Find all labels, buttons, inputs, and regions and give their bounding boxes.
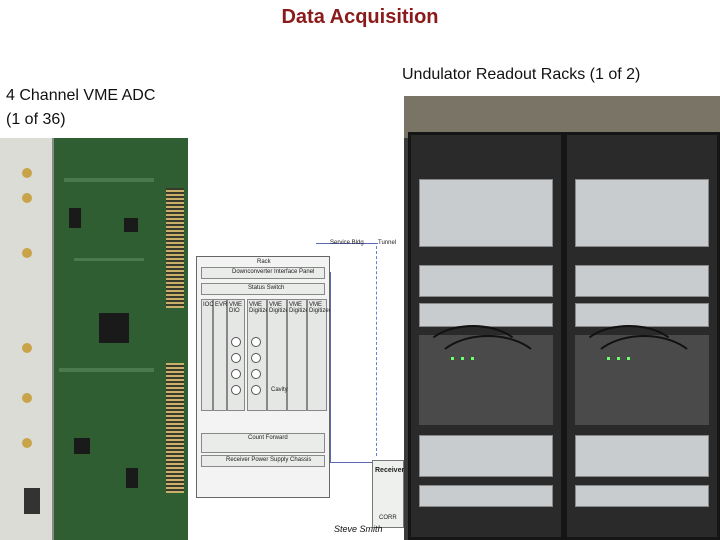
- evr-column: EVR: [213, 299, 227, 411]
- adc-connector: [22, 193, 32, 203]
- author-signature: Steve Smith: [334, 524, 383, 534]
- diagram-channel: [231, 353, 241, 363]
- receiver-box: Receiver CORR: [372, 460, 404, 528]
- downconverter-panel: Downconverter Interface Panel: [201, 267, 325, 279]
- diagram-channel: [251, 337, 261, 347]
- diagram-channel: [231, 369, 241, 379]
- diagram-channel: [251, 385, 261, 395]
- rack-chassis: [575, 265, 709, 297]
- rack-chassis: [419, 265, 553, 297]
- pcb-chip: [124, 218, 138, 232]
- vme-connector: [166, 188, 184, 308]
- slide-title: Data Acquisition: [281, 6, 439, 28]
- adc-front-panel: [0, 138, 54, 540]
- adc-network-port: [24, 488, 40, 514]
- ceiling: [404, 96, 720, 138]
- racks-photo: [404, 96, 720, 540]
- racks-caption: Undulator Readout Racks (1 of 2): [402, 66, 641, 83]
- diagram-channel: [231, 385, 241, 395]
- pcb-chip: [99, 313, 129, 343]
- cavity-label: Cavity: [271, 387, 288, 393]
- status-switch: Status Switch: [201, 283, 325, 295]
- diagram-link: [316, 243, 378, 244]
- col-label: VME DIO: [229, 302, 243, 314]
- adc-connector: [22, 168, 32, 178]
- ioc-column: IOC: [201, 299, 214, 411]
- digitizer-column: VME Digitizer: [267, 299, 291, 411]
- adc-caption-line2: (1 of 36): [6, 111, 66, 128]
- pcb-trace: [74, 258, 144, 261]
- adc-pcb: [54, 138, 188, 540]
- receiver-label: Receiver: [375, 467, 405, 474]
- adc-connector: [22, 393, 32, 403]
- power-supply-label: Receiver Power Supply Chassis: [226, 457, 312, 463]
- rack-chassis: [575, 303, 709, 327]
- pcb-chip: [126, 468, 138, 488]
- cable-bundle: [577, 325, 681, 389]
- diagram-link: [330, 272, 331, 462]
- diagram-channel: [251, 353, 261, 363]
- cable-bundle: [587, 335, 701, 409]
- status-switch-label: Status Switch: [248, 285, 285, 291]
- power-supply-box: Receiver Power Supply Chassis: [201, 455, 325, 467]
- col-label: VME Digitizer: [289, 302, 311, 314]
- pcb-trace: [59, 368, 154, 372]
- pcb-chip: [69, 208, 81, 228]
- digitizer-column: VME Digitizer: [287, 299, 311, 411]
- rack-frame: [408, 132, 564, 540]
- cable-bundle: [431, 335, 545, 409]
- adc-caption-line1: 4 Channel VME ADC: [6, 87, 156, 104]
- diagram-channel: [251, 369, 261, 379]
- adc-board-photo: [0, 138, 188, 540]
- count-forward-label: Count Forward: [248, 435, 288, 441]
- pcb-chip: [74, 438, 90, 454]
- tunnel-label: Tunnel: [378, 240, 397, 246]
- digitizer-column: VME Digitizer: [307, 299, 331, 411]
- boundary-line: [376, 246, 377, 456]
- adc-connector: [22, 248, 32, 258]
- col-label: EVR: [215, 302, 228, 308]
- diagram-link: [330, 462, 372, 463]
- rack-label: Rack: [257, 259, 271, 265]
- rack-chassis: [419, 179, 553, 247]
- adc-caption: 4 Channel VME ADC (1 of 36): [6, 84, 155, 132]
- cable-bundle: [421, 325, 525, 389]
- col-label: IOC: [203, 302, 214, 308]
- col-label: VME Digitizer: [269, 302, 291, 314]
- diagram-channel: [231, 337, 241, 347]
- rack-chassis: [419, 485, 553, 507]
- service-bldg-label: Service Bldg: [330, 240, 364, 246]
- vme-connector: [166, 363, 184, 493]
- pcb-trace: [64, 178, 154, 182]
- adc-connector: [22, 343, 32, 353]
- adc-connector: [22, 438, 32, 448]
- corr-label: CORR: [379, 515, 397, 521]
- rack-chassis: [575, 435, 709, 477]
- rack-chassis: [575, 179, 709, 247]
- count-forward-box: Count Forward: [201, 433, 325, 453]
- rack-frame: [564, 132, 720, 540]
- signal-diagram: Service Bldg Tunnel Rack Downconverter I…: [190, 232, 405, 540]
- col-label: VME Digitizer: [309, 302, 331, 314]
- rack-box: Rack Downconverter Interface Panel Statu…: [196, 256, 331, 498]
- rack-chassis: [419, 303, 553, 327]
- rack-chassis: [419, 435, 553, 477]
- col-label: VME Digitizer: [249, 302, 271, 314]
- rack-chassis: [575, 485, 709, 507]
- downconverter-label: Downconverter Interface Panel: [232, 269, 315, 275]
